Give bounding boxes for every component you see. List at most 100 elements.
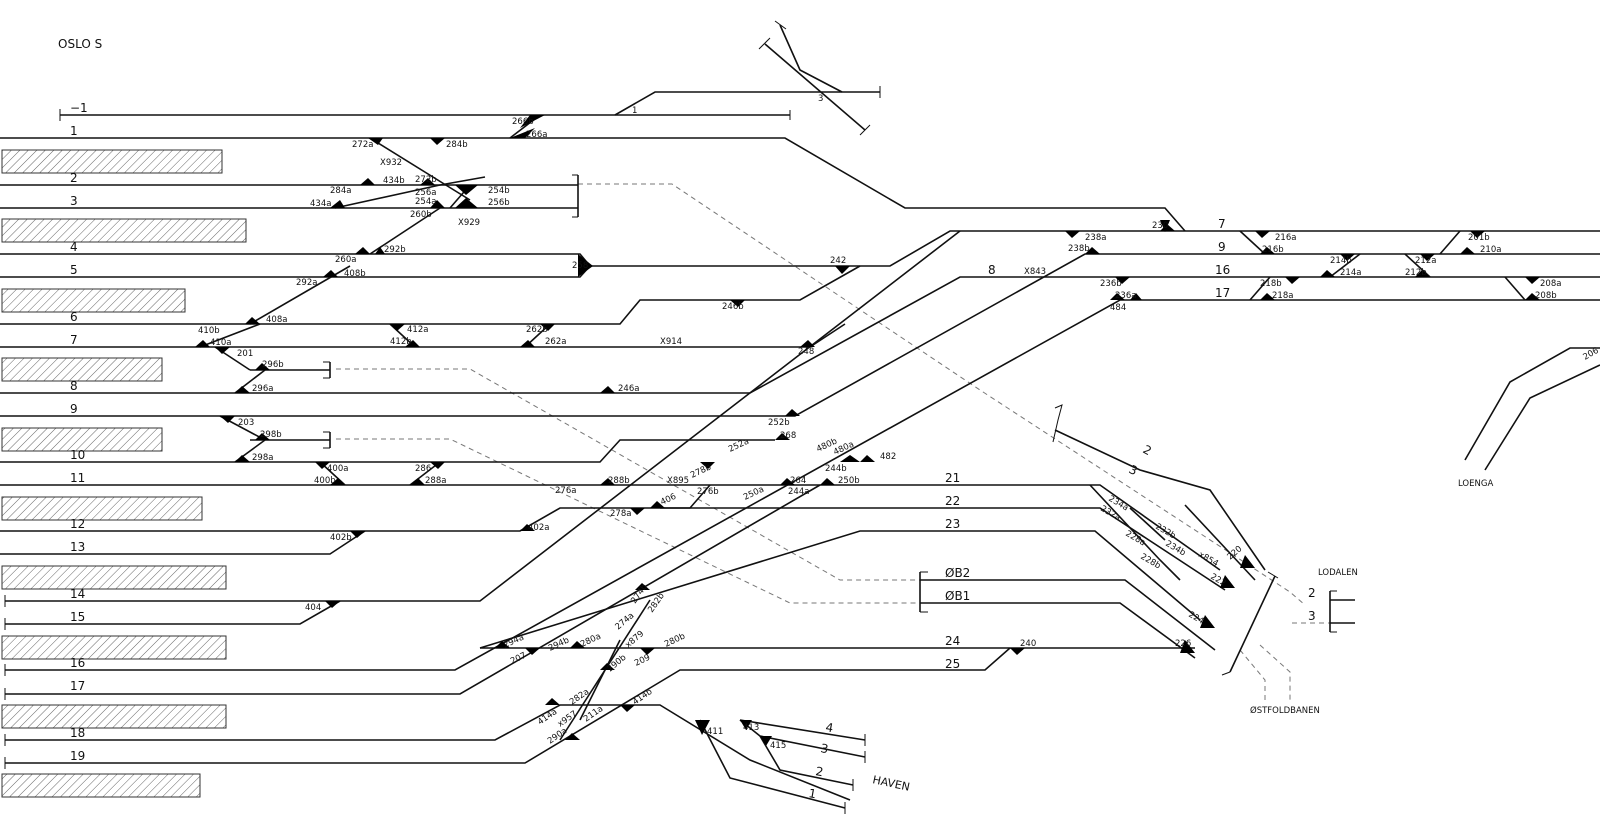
switch-label: 282b	[646, 591, 667, 614]
track-label-14: 14	[70, 587, 85, 601]
track-label-23: 23	[945, 517, 960, 531]
switch-label: 411	[707, 727, 723, 737]
switch-label: X929	[458, 218, 480, 228]
track-label-6: 6	[70, 310, 78, 324]
tracks	[0, 20, 1600, 814]
track-label-ob2: ØB2	[945, 566, 970, 580]
switch-label: 292b	[384, 245, 406, 255]
track-label-5: 5	[70, 263, 78, 277]
switch-label: X914	[660, 337, 682, 347]
switch-label: 280b	[663, 632, 687, 650]
switch-label: x854	[1197, 550, 1220, 569]
switch-label: X895	[667, 476, 689, 486]
switch-label: 238b	[1068, 244, 1090, 254]
switch-label: 242	[830, 256, 846, 266]
platform	[1, 496, 203, 521]
track-label-10: 10	[70, 448, 85, 462]
platform	[1, 218, 247, 243]
switch-label: X843	[1024, 267, 1046, 277]
switch-label: 238a	[1085, 233, 1106, 243]
switch-label: 3	[818, 94, 823, 104]
switch-label: 434b	[383, 176, 405, 186]
platform	[1, 635, 227, 660]
switch-label: 236a	[1115, 291, 1136, 301]
switch-label: 250b	[838, 476, 860, 486]
switch-label: 260a	[335, 255, 356, 265]
switch-label: 209	[633, 653, 652, 669]
switch-label: 402b	[330, 533, 352, 543]
switch-label: 212b	[1405, 268, 1427, 278]
track-label-lod2: 2	[1308, 586, 1316, 600]
switch-label: 434a	[310, 199, 331, 209]
station-title: OSLO S	[58, 37, 102, 51]
switch-label: 216a	[1275, 233, 1296, 243]
switch-label: 400a	[327, 464, 348, 474]
switch-label: 256b	[488, 198, 510, 208]
switch-label: 276a	[555, 486, 576, 496]
track-label-4: 4	[70, 240, 78, 254]
track-label-2: 2	[70, 171, 78, 185]
dashed-lines	[336, 183, 1330, 700]
track-label-9: 9	[70, 402, 78, 416]
track-label-ob1: ØB1	[945, 589, 970, 603]
place-haven: HAVEN	[871, 773, 911, 794]
switch-label: 292a	[296, 278, 317, 288]
switch-label: 262a	[545, 337, 566, 347]
platform	[1, 565, 227, 590]
switch-label: 240	[1020, 639, 1036, 649]
switch-label: 232b	[1154, 522, 1178, 541]
platform	[1, 149, 223, 174]
switch-label: 262b	[526, 325, 548, 335]
place-loenga: LOENGA	[1458, 479, 1493, 489]
switch-label: 230	[1152, 221, 1168, 231]
switch-label: 294b	[547, 636, 571, 654]
switch-label: 415	[770, 741, 786, 751]
switch-label: x879	[624, 629, 647, 650]
switch-label: 258	[572, 261, 588, 271]
switch-label: 203	[238, 418, 254, 428]
switch-label: 244a	[788, 487, 809, 497]
switch-label: 246a	[618, 384, 639, 394]
switch-label: 201	[237, 349, 253, 359]
switch-label: 254a	[415, 197, 436, 207]
switch-label: 290b	[606, 653, 629, 675]
switch-markers	[195, 115, 1540, 746]
switch-label: 248	[798, 347, 814, 357]
switch-label: 482	[880, 452, 896, 462]
switch-label: 218b	[1260, 279, 1282, 289]
switch-label: 220	[1226, 544, 1245, 562]
track-label-16: 16	[70, 656, 85, 670]
switch-label: 236b	[1100, 279, 1122, 289]
track-label-8: 8	[70, 379, 78, 393]
switch-label: 284a	[330, 186, 351, 196]
switch-label: 298b	[260, 430, 282, 440]
switch-label: 400b	[314, 476, 336, 486]
track-label-mid2: 2	[1141, 442, 1154, 458]
track-label-e17: 17	[1215, 286, 1230, 300]
switch-label: 412b	[390, 337, 412, 347]
switch-label: 210a	[1480, 245, 1501, 255]
switch-label: 298a	[252, 453, 273, 463]
platform	[1, 773, 201, 798]
switch-label: 268	[780, 431, 796, 441]
switch-label: 256a	[415, 188, 436, 198]
switch-label: 272a	[352, 140, 373, 150]
track-label-21: 21	[945, 471, 960, 485]
track-label-h3: 3	[819, 741, 829, 756]
track-label-h4: 4	[824, 720, 834, 735]
switch-label: 408a	[266, 315, 287, 325]
switch-label: 216b	[1262, 245, 1284, 255]
track-label-7: 7	[70, 333, 78, 347]
switch-label: 410a	[210, 338, 231, 348]
switch-label: 1	[632, 106, 637, 116]
switch-label: 278a	[610, 509, 631, 519]
track-label-h2: 2	[814, 764, 824, 779]
switch-label: 260b	[410, 210, 432, 220]
track-label-24: 24	[945, 634, 960, 648]
switch-label: 272b	[415, 175, 437, 185]
switch-label: 274a	[614, 611, 637, 632]
switch-label: 402a	[528, 523, 549, 533]
platform	[1, 704, 227, 729]
switch-label: 406	[659, 492, 678, 508]
